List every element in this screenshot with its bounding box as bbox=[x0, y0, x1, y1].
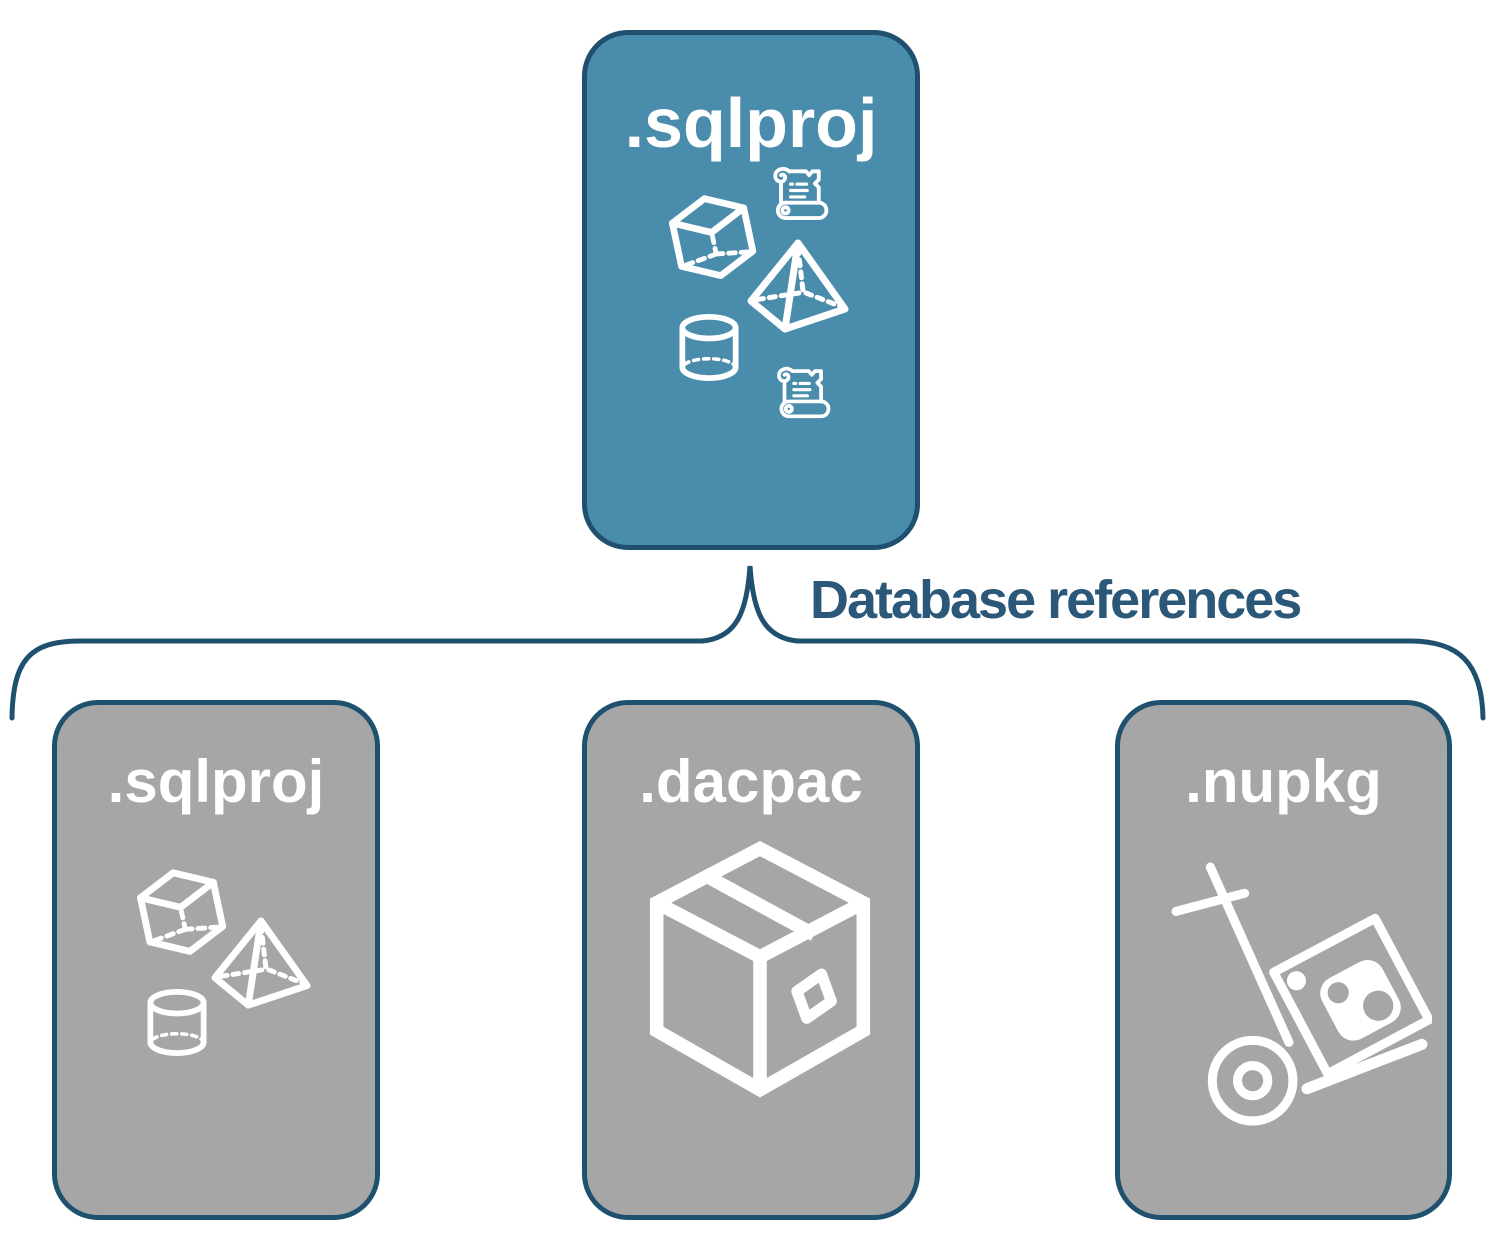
pyramid-icon bbox=[211, 917, 311, 1009]
child-card-label: .dacpac bbox=[639, 748, 863, 815]
root-card-sqlproj: .sqlproj bbox=[582, 30, 920, 550]
child-card-nupkg: .nupkg bbox=[1115, 700, 1452, 1220]
child-card-sqlproj: .sqlproj bbox=[52, 700, 380, 1220]
hand-truck-package-icon bbox=[1171, 862, 1432, 1126]
root-card-label: .sqlproj bbox=[624, 84, 878, 162]
connector-label: Database references bbox=[810, 570, 1302, 630]
cube-icon bbox=[668, 195, 757, 279]
child-card-label: .sqlproj bbox=[107, 748, 325, 815]
pyramid-icon bbox=[747, 239, 849, 333]
cylinder-icon bbox=[147, 989, 207, 1056]
cylinder-icon bbox=[679, 314, 739, 381]
child-card-dacpac: .dacpac bbox=[582, 700, 920, 1220]
child-card-label: .nupkg bbox=[1185, 748, 1382, 815]
scroll-icon bbox=[773, 167, 829, 220]
cube-icon bbox=[137, 869, 227, 955]
scroll-icon bbox=[777, 366, 831, 419]
package-box-icon bbox=[649, 841, 871, 1098]
